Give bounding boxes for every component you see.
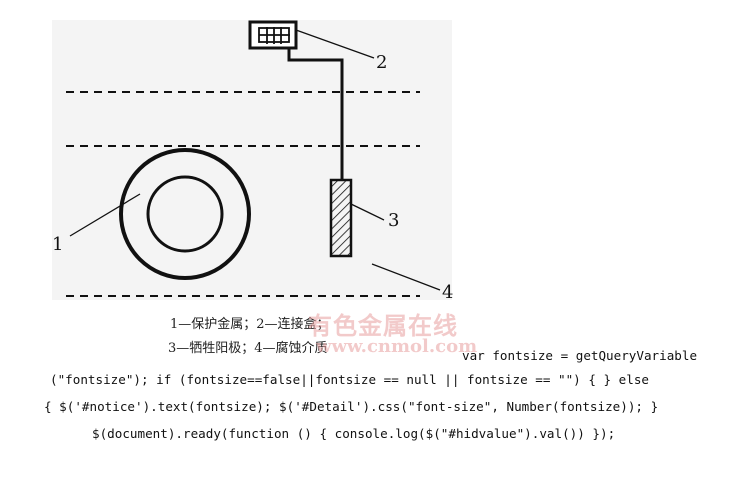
watermark-logo: 有色金属在线: [308, 312, 458, 340]
code-text-line-2: ("fontsize"); if (fontsize==false||fonts…: [50, 372, 649, 387]
leader-line-2: [295, 29, 375, 59]
connection-wire: [287, 48, 344, 180]
caption-line-2: 3—牺牲阳极；4—腐蚀介质: [168, 341, 328, 356]
label-4: 4: [442, 282, 453, 303]
leader-line-3: [350, 203, 385, 221]
label-3: 3: [388, 210, 399, 231]
label-2: 2: [376, 52, 387, 73]
label-1: 1: [52, 234, 63, 255]
leader-line-1: [69, 193, 141, 237]
sacrificial-anode: [329, 178, 353, 258]
protected-metal-inner-ring: [146, 175, 224, 253]
caption-line-1: 1—保护金属；2—连接盒；: [170, 317, 330, 332]
leader-line-4: [371, 263, 441, 291]
code-text-line-3: { $('#notice').text(fontsize); $('#Detai…: [44, 399, 659, 414]
watermark-url: www.cnmol.com: [316, 336, 478, 357]
protected-metal-outer-ring: [119, 148, 251, 280]
figure-panel: [52, 20, 452, 300]
code-text-line-4: $(document).ready(function () { console.…: [92, 426, 616, 441]
code-text-line-1: var fontsize = getQueryVariable: [462, 348, 698, 363]
